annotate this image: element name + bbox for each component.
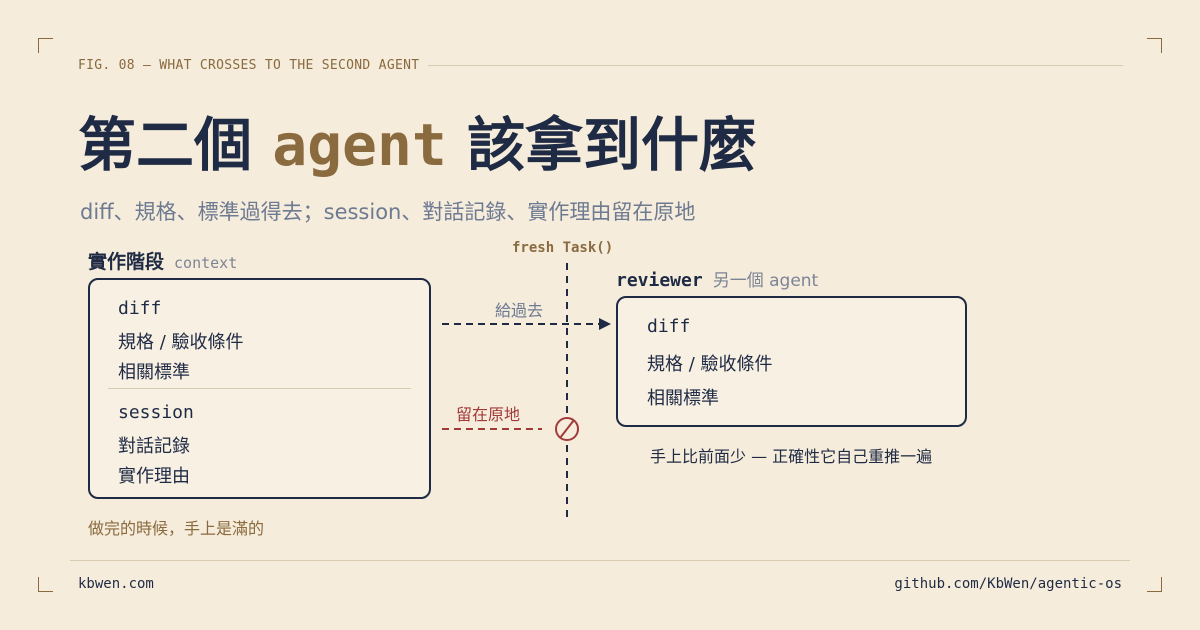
figure-label: FIG. 08 — WHAT CROSSES TO THE SECOND AGE… [78, 58, 420, 73]
title-accent: agent [272, 111, 447, 179]
left-panel-heading: 實作階段 context [88, 247, 237, 274]
corner-mark-bottom-left [38, 577, 53, 592]
right-item-spec: 規格 / 驗收條件 [647, 354, 773, 375]
corner-mark-top-right [1147, 38, 1162, 53]
reviewer-context-box: diff 規格 / 驗收條件 相關標準 [616, 296, 967, 427]
right-item-diff: diff [647, 316, 691, 337]
title-prefix: 第二個 [78, 111, 273, 179]
left-item-rationale: 實作理由 [118, 466, 190, 487]
blocked-icon [555, 417, 579, 441]
left-item-standards: 相關標準 [118, 362, 190, 383]
left-panel-note: 做完的時候，手上是滿的 [88, 519, 265, 538]
page-title: 第二個 agent 該拿到什麼 [78, 110, 757, 180]
left-item-transcript: 對話記錄 [118, 436, 190, 457]
left-panel-subtitle: context [174, 254, 238, 272]
corner-mark-bottom-right [1147, 577, 1162, 592]
left-box-divider [108, 388, 411, 389]
left-item-diff: diff [118, 298, 162, 319]
right-panel-heading: reviewer 另一個 agent [616, 266, 818, 291]
figure-label-rule [428, 65, 1123, 66]
implementation-context-box: diff 規格 / 驗收條件 相關標準 session 對話記錄 實作理由 [88, 278, 431, 499]
left-item-session: session [118, 402, 194, 423]
footer-repo-link[interactable]: github.com/KbWen/agentic-os [894, 576, 1122, 592]
give-label: 給過去 [495, 301, 544, 320]
right-panel-subtitle: 另一個 agent [712, 271, 819, 291]
right-panel-title: reviewer [616, 270, 703, 291]
boundary-diagram [442, 263, 611, 521]
left-item-spec: 規格 / 驗收條件 [118, 332, 244, 353]
footer-site-link[interactable]: kbwen.com [78, 576, 154, 592]
stay-label: 留在原地 [456, 405, 521, 424]
corner-mark-top-left [38, 38, 53, 53]
give-arrow-head-icon [599, 318, 611, 330]
boundary-label: fresh Task() [512, 240, 614, 256]
left-panel-title: 實作階段 [88, 251, 165, 273]
right-item-standards: 相關標準 [647, 388, 719, 409]
title-suffix: 該拿到什麼 [446, 111, 758, 179]
footer-rule [70, 560, 1130, 561]
page-subtitle: diff、規格、標準過得去；session、對話記錄、實作理由留在原地 [80, 200, 696, 224]
right-panel-note: 手上比前面少 — 正確性它自己重推一遍 [650, 447, 933, 466]
